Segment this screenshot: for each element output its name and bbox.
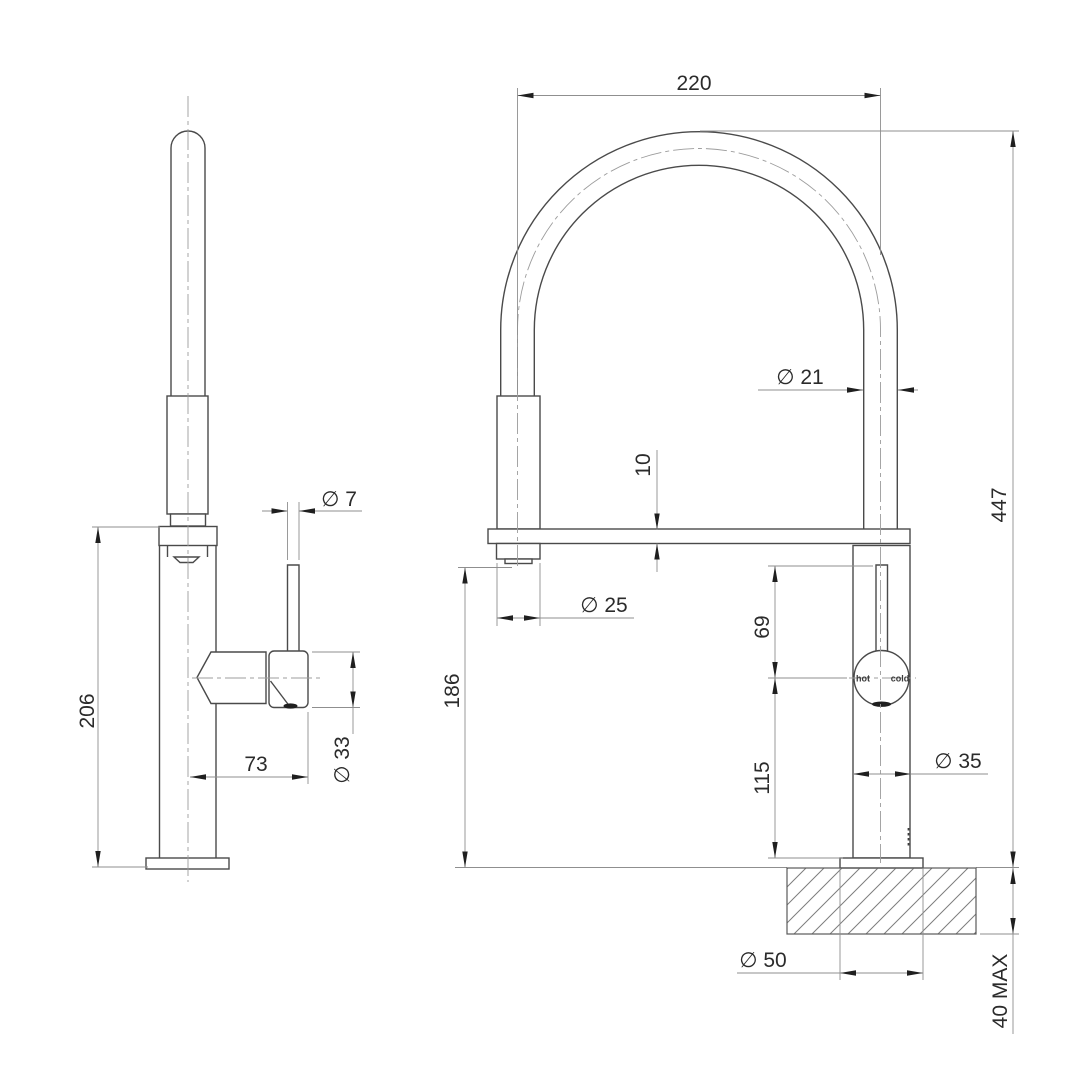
dim-deck-thickness: 10	[632, 450, 660, 572]
front-deck-bar	[487, 528, 911, 545]
dim-body-to-bench-label: 115	[751, 761, 774, 794]
dim-bench-max-label: 40 MAX	[989, 954, 1012, 1029]
dim-arch-width: 220	[517, 72, 881, 394]
dim-arch-width-label: 220	[676, 72, 711, 95]
dim-body-diameter: ∅ 35	[853, 750, 988, 777]
dim-handle-diameter: ∅ 33	[312, 651, 360, 784]
bench-section-hatch	[786, 867, 977, 935]
dim-spout-diameter-label: ∅ 25	[580, 594, 628, 617]
dim-spout-clearance: 186	[441, 567, 512, 868]
dim-hose-diameter: ∅ 21	[758, 366, 918, 393]
front-lever-rod	[875, 564, 889, 651]
dim-body-height: 206	[76, 526, 160, 868]
dim-lever-diameter-label: ∅ 7	[321, 488, 357, 511]
dim-deck-thickness-label: 10	[632, 453, 655, 476]
front-tube-centerline	[517, 148, 881, 863]
front-nozzle	[495, 542, 541, 560]
side-view: ∅ 7 206 73 ∅ 33	[76, 96, 362, 882]
side-spray-sleeve	[166, 395, 209, 515]
front-handle-indicator	[872, 701, 891, 707]
side-handle-facet	[269, 680, 290, 706]
dim-body-to-bench: 115	[751, 678, 843, 859]
side-base-plate	[145, 857, 230, 870]
front-nozzle-tip	[504, 558, 533, 565]
handle-cold-label: cold	[891, 674, 910, 684]
handle-hot-label: hot	[856, 674, 870, 684]
side-handle-indicator	[283, 703, 298, 709]
dim-body-height-label: 206	[76, 693, 99, 728]
dim-bench-max: 40 MAX	[980, 868, 1019, 1034]
dim-handle-diameter-label: ∅ 33	[331, 736, 354, 784]
side-handle-knob	[268, 650, 309, 709]
dim-overall-height-label: 447	[988, 487, 1011, 522]
side-neck-nub	[172, 556, 201, 564]
dim-lever-diameter: ∅ 7	[262, 488, 362, 560]
dim-hole-diameter: ∅ 50	[737, 949, 923, 976]
front-view: hot cold 220 447 ∅ 21	[441, 72, 1019, 1034]
dim-overall-height: 447	[700, 130, 1019, 868]
dim-hole-diameter-label: ∅ 50	[739, 949, 787, 972]
dim-spout-diameter: ∅ 25	[496, 563, 634, 626]
front-spray-sleeve	[496, 395, 541, 530]
dim-lever-height: 69	[751, 565, 873, 679]
dim-handle-reach: 73	[190, 712, 309, 784]
front-base-plate	[839, 857, 924, 869]
dim-lever-height-label: 69	[751, 615, 774, 638]
side-lever-rod	[286, 564, 300, 651]
dim-spout-clearance-label: 186	[441, 673, 464, 708]
dim-hose-diameter-label: ∅ 21	[776, 366, 824, 389]
dim-handle-reach-label: 73	[244, 753, 267, 776]
dim-body-diameter-label: ∅ 35	[934, 750, 982, 773]
